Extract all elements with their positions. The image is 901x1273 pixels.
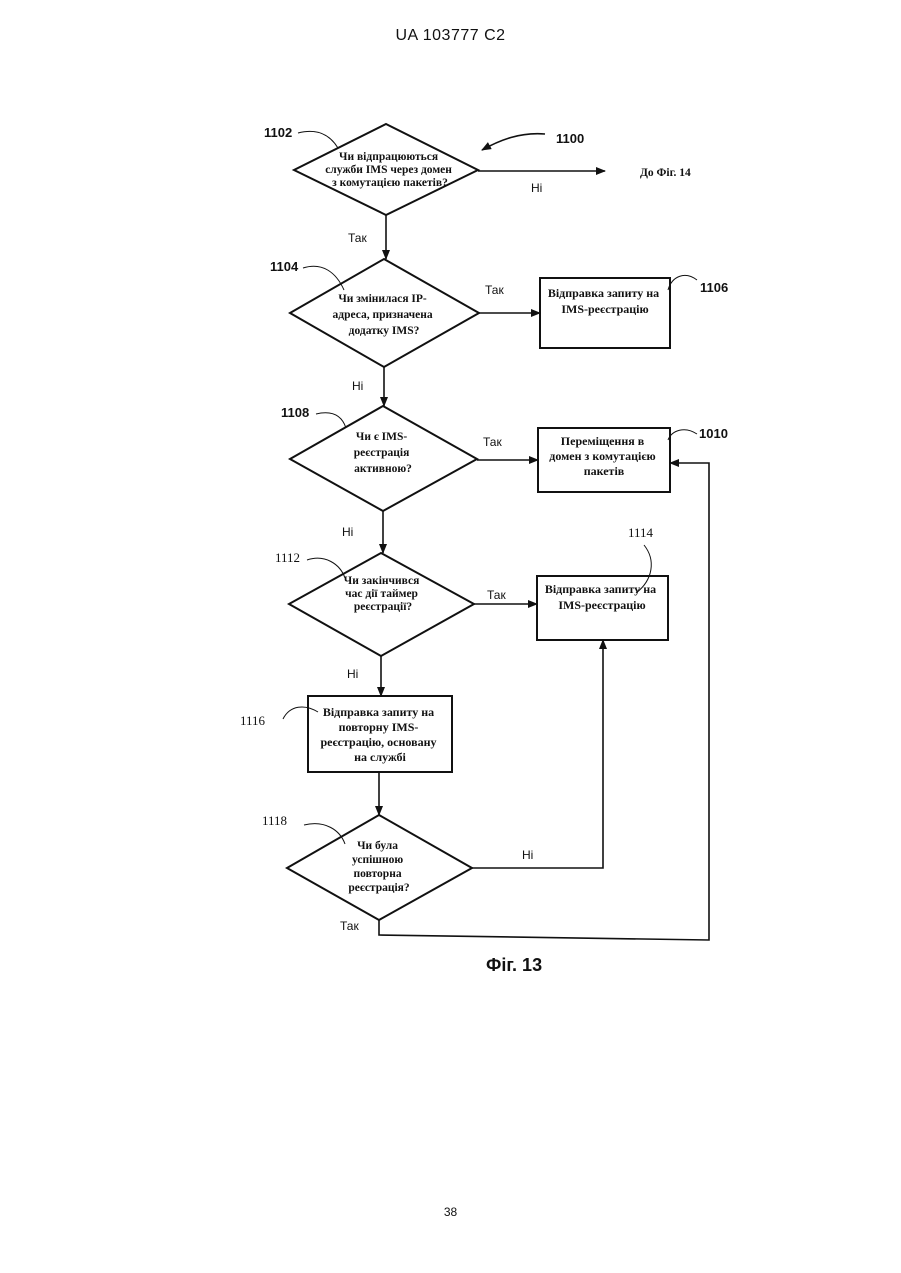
edge-label-1108-yes: Так [483, 435, 502, 449]
decision-1118-line-1: Чи була [357, 840, 398, 852]
ref-1106: 1106 [700, 280, 728, 295]
page-number: 38 [0, 1205, 901, 1219]
decision-1112-line-2: час дії таймер [345, 588, 418, 600]
edge-label-1108-no: Ні [342, 525, 353, 539]
figure-caption: Фіг. 13 [486, 955, 542, 975]
ref-1102: 1102 [264, 125, 292, 140]
process-1116-line-4: на службі [354, 750, 406, 764]
connector-1118-to-1114 [472, 640, 603, 868]
decision-1108-text: Чи є IMS- реєстрація активною? [354, 431, 412, 475]
leader-1100 [482, 134, 545, 150]
decision-1108-line-2: реєстрація [354, 447, 410, 459]
decision-1118-line-4: реєстрація? [348, 882, 410, 894]
decision-1102-line-1: Чи відпрацюються [339, 151, 438, 163]
edge-label-1102-no: Ні [531, 181, 542, 195]
decision-1108-line-3: активною? [354, 463, 412, 475]
process-1116-line-3: реєстрацію, основану [321, 735, 437, 749]
process-1010-line-1: Переміщення в [561, 434, 645, 448]
edge-label-1112-yes: Так [487, 588, 506, 602]
process-1116-line-2: повторну IMS- [339, 720, 419, 734]
ref-1112: 1112 [275, 550, 300, 565]
leader-1108 [316, 413, 346, 428]
goto-fig14-label: До Фіг. 14 [640, 167, 691, 179]
edge-label-1118-yes: Так [340, 919, 359, 933]
decision-1104-line-3: додатку IMS? [349, 325, 420, 337]
decision-1112-text: Чи закінчився час дії таймер реєстрації? [344, 575, 422, 613]
edge-label-1102-yes: Так [348, 231, 367, 245]
decision-1112-line-1: Чи закінчився [344, 575, 420, 587]
decision-1102-line-3: з комутацією пакетів? [332, 177, 448, 189]
process-1114-line-1: Відправка запиту на [545, 582, 656, 596]
edge-label-1112-no: Ні [347, 667, 358, 681]
decision-1102-line-2: служби IMS через домен [325, 164, 452, 176]
leader-1010 [668, 430, 697, 440]
ref-1104: 1104 [270, 259, 299, 274]
decision-1112-line-3: реєстрації? [354, 601, 413, 613]
ref-1116: 1116 [240, 713, 266, 728]
process-1106-line-2: IMS-реєстрацію [561, 302, 648, 316]
decision-1118-line-3: повторна [354, 868, 402, 880]
ref-1010: 1010 [699, 426, 728, 441]
ref-1118: 1118 [262, 813, 287, 828]
edge-label-1104-yes: Так [485, 283, 504, 297]
ref-1114: 1114 [628, 525, 654, 540]
leader-1102 [298, 131, 338, 148]
decision-1104-line-2: адреса, призначена [333, 309, 433, 321]
decision-1104-line-1: Чи змінилася IP- [338, 293, 427, 305]
decision-1118-line-2: успішною [352, 854, 403, 866]
process-1114-line-2: IMS-реєстрацію [558, 598, 645, 612]
leader-1106 [668, 275, 697, 290]
process-1106-line-1: Відправка запиту на [548, 286, 659, 300]
process-1010-line-2: домен з комутацією [549, 449, 655, 463]
process-1116-line-1: Відправка запиту на [323, 705, 434, 719]
ref-1108: 1108 [281, 405, 309, 420]
decision-1102-text: Чи відпрацюються служби IMS через домен … [325, 151, 455, 189]
edge-label-1118-no: Ні [522, 848, 533, 862]
process-1010-line-3: пакетів [584, 464, 625, 478]
ref-1100: 1100 [556, 131, 584, 146]
edge-label-1104-no: Ні [352, 379, 363, 393]
decision-1108-line-1: Чи є IMS- [356, 431, 408, 443]
